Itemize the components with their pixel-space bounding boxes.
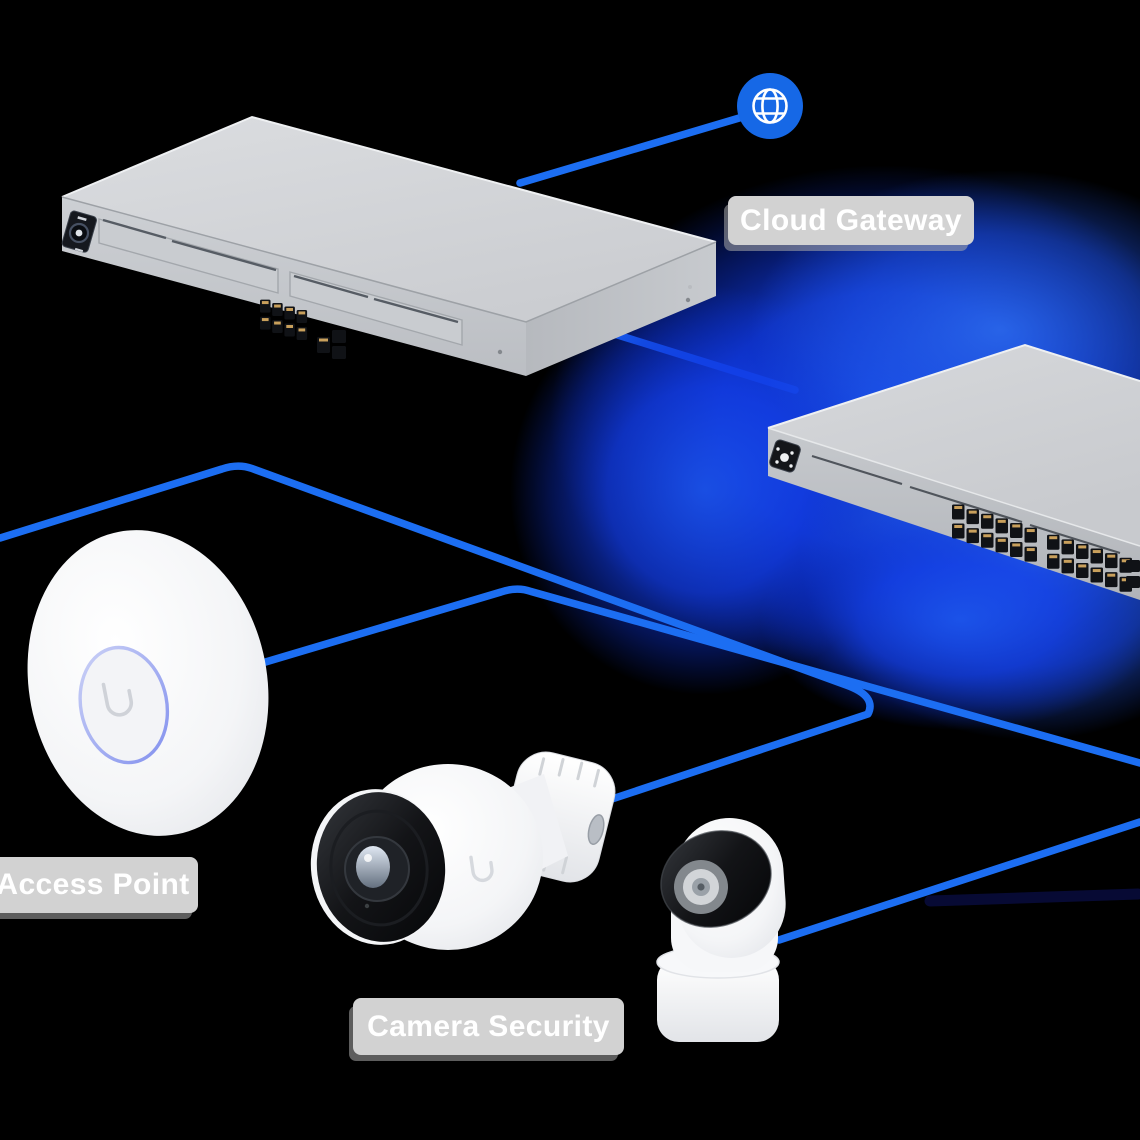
gateway-sfp-ports: [317, 330, 346, 359]
cloud-gateway-label: Cloud Gateway: [728, 196, 974, 245]
link-line-shadow: [924, 888, 1140, 907]
link-line-to-bullet-camera: [0, 462, 874, 803]
access-point-led-ring: [78, 645, 170, 765]
switch-display-badge: [769, 439, 801, 473]
gateway-vent-slits: [102, 218, 459, 324]
flex-camera-device: [656, 818, 786, 1042]
access-point-device: [27, 530, 269, 836]
gateway-ethernet-ports: [260, 299, 308, 340]
camera-security-label: Camera Security: [353, 998, 624, 1055]
flex-camera-lens: [660, 830, 772, 928]
access-point-label: Access Point: [0, 857, 198, 913]
bullet-camera-device: [310, 751, 616, 950]
switch-sfp-ports: [1126, 560, 1140, 588]
u-logo-icon: [469, 855, 494, 882]
gateway-drive-bays: [98, 218, 463, 346]
bullet-camera-lens: [310, 789, 446, 945]
u-logo-icon: [101, 682, 134, 717]
link-line-flex-camera: [775, 818, 1140, 944]
globe-icon: [737, 73, 803, 139]
link-line-access-point: [248, 585, 1140, 767]
cloud-gateway-device: [61, 115, 717, 376]
switch-vent-slits: [811, 454, 1121, 555]
gateway-display: [61, 210, 97, 253]
link-line-internet-to-gateway: [516, 112, 750, 187]
network-switch-device: [767, 343, 1140, 600]
